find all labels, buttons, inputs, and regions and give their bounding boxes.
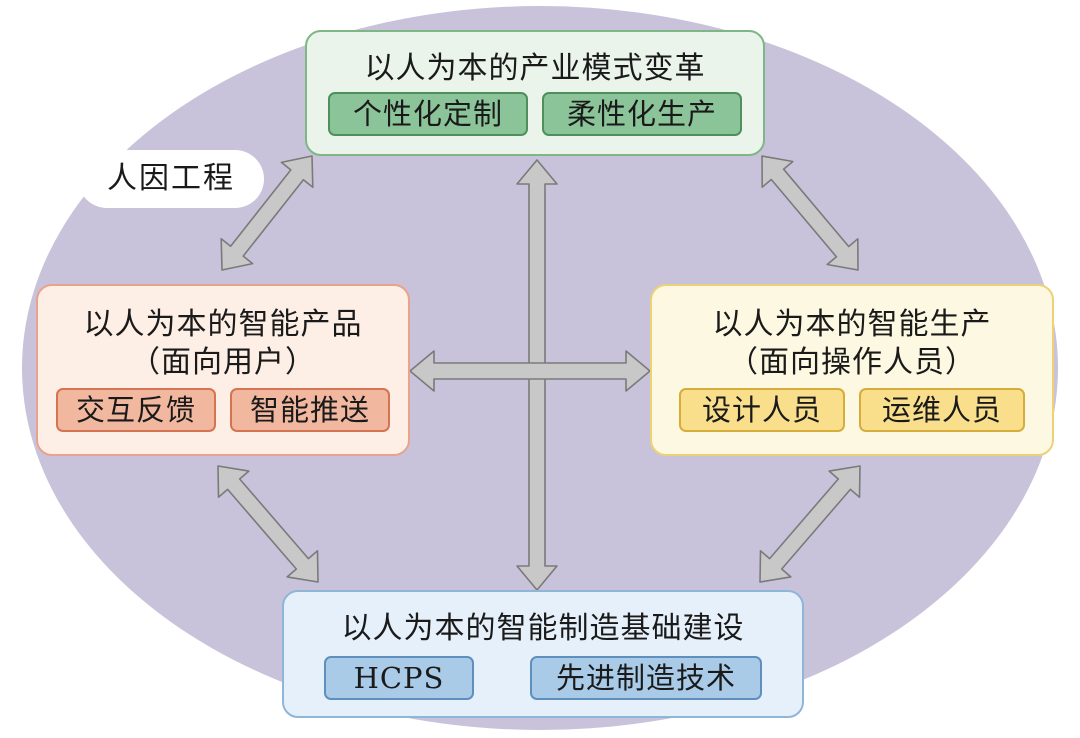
chip-smart-push: 智能推送 [230,388,390,432]
node-infrastructure: 以人为本的智能制造基础建设 HCPS 先进制造技术 [282,590,804,718]
node-industry-model-items: 个性化定制 柔性化生产 [307,92,763,136]
chip-advanced-manufacturing: 先进制造技术 [530,656,762,700]
chip-hcps: HCPS [324,656,474,700]
node-intelligent-production-items: 设计人员 运维人员 [652,388,1052,432]
arrow-top-right [761,155,859,271]
chip-designers: 设计人员 [679,388,845,432]
node-intelligent-production-title: 以人为本的智能生产 [712,307,992,342]
node-intelligent-product-items: 交互反馈 智能推送 [38,388,408,432]
arrow-bottom-right [759,465,861,583]
node-intelligent-production: 以人为本的智能生产 （面向操作人员） 设计人员 运维人员 [650,284,1054,456]
node-intelligent-product-subtitle: （面向用户） [130,345,316,380]
arrow-bottom-left [217,465,319,583]
chip-interactive-feedback: 交互反馈 [56,388,216,432]
chip-personalized-customization: 个性化定制 [328,92,528,136]
node-infrastructure-items: HCPS 先进制造技术 [284,656,802,700]
node-intelligent-production-subtitle: （面向操作人员） [728,345,976,380]
chip-flexible-production: 柔性化生产 [542,92,742,136]
node-industry-model-title: 以人为本的产业模式变革 [364,51,706,86]
arrow-top-left [220,155,314,271]
ergonomics-tag: 人因工程 [78,150,264,208]
chip-operators: 运维人员 [859,388,1025,432]
node-infrastructure-title: 以人为本的智能制造基础建设 [341,611,745,646]
node-intelligent-product-title: 以人为本的智能产品 [83,307,363,342]
node-industry-model: 以人为本的产业模式变革 个性化定制 柔性化生产 [305,30,765,156]
node-intelligent-product: 以人为本的智能产品 （面向用户） 交互反馈 智能推送 [36,284,410,456]
